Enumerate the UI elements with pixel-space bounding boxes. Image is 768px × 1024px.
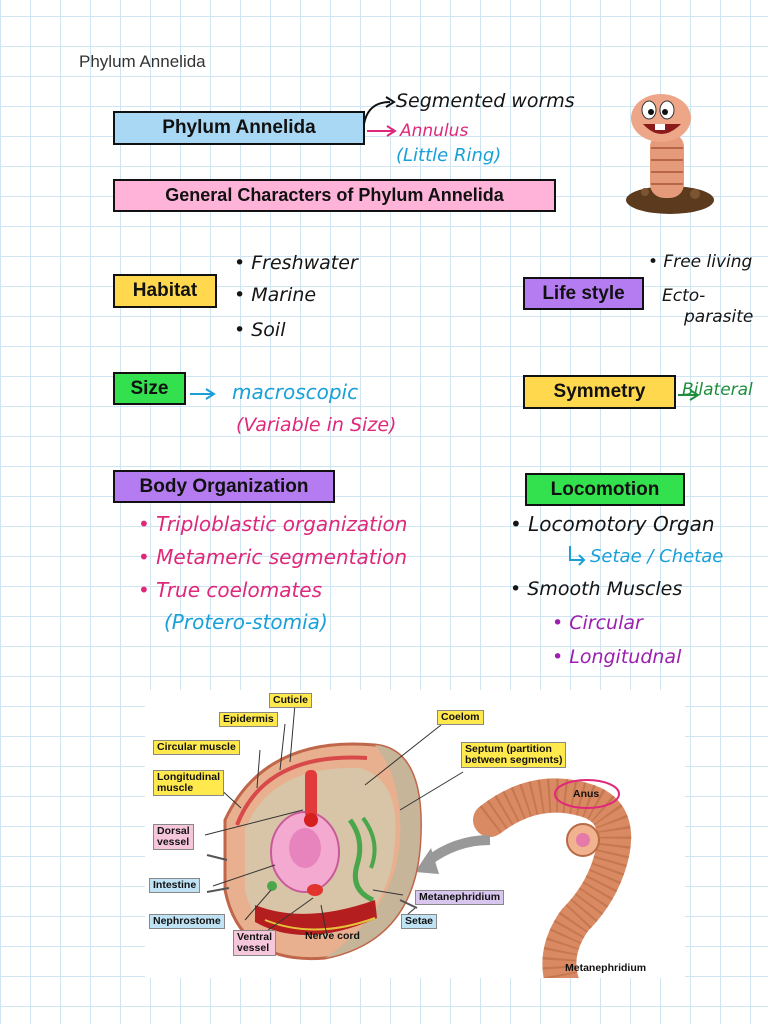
locomotion-label: Locomotion [550,478,660,500]
lifestyle-label: Life style [542,282,625,304]
lifestyle-item-parasite: parasite [684,307,754,327]
note-annulus: Annulus [400,121,469,141]
arrow-down-right-icon [569,546,586,566]
label-longitudinal-line1: Longitudinal [157,771,220,783]
body-org-item-triploblastic: • Triploblastic organization [138,512,408,536]
habitat-label: Habitat [132,280,198,301]
label-ventral-line1: Ventral [237,931,273,943]
anatomy-illustration [145,690,685,978]
lifestyle-item-ecto: Ecto- [662,286,706,306]
body-org-item-metameric: • Metameric segmentation [138,545,408,569]
label-anus: Anus [573,788,600,800]
symmetry-box: Symmetry [523,375,676,409]
symmetry-label: Symmetry [553,381,646,402]
label-longitudinal-muscle: Longitudinal muscle [153,770,224,796]
label-septum-line2: between segments) [465,754,563,766]
arrow-right-icon [367,125,397,137]
label-nephrostome: Nephrostome [149,914,225,929]
general-characters-label: General Characters of Phylum Annelida [165,185,504,205]
label-setae: Setae [401,914,438,929]
label-epidermis: Epidermis [219,712,278,727]
label-circular-muscle: Circular muscle [153,740,240,755]
label-dorsal-vessel: Dorsal vessel [153,824,194,850]
phylum-annelida-box: Phylum Annelida [113,111,365,145]
habitat-item-marine: • Marine [234,284,317,306]
label-septum: Septum (partition between segments) [461,742,567,768]
locomotion-box: Locomotion [525,473,685,506]
size-value-macroscopic: macroscopic [232,380,359,404]
phylum-annelida-label: Phylum Annelida [162,117,316,138]
habitat-box: Habitat [113,274,217,308]
locomotion-sub-circular: • Circular [552,612,643,634]
label-dorsal-line2: vessel [157,836,190,848]
locomotion-item-muscles: • Smooth Muscles [510,578,683,600]
earthworm-anatomy-diagram: Cuticle Epidermis Circular muscle Longit… [145,690,685,978]
body-org-note-protero: (Protero-stomia) [164,610,328,634]
label-ventral-vessel: Ventral vessel [233,930,277,956]
note-segmented-worms: Segmented worms [396,90,575,112]
label-coelom: Coelom [437,710,484,725]
label-cuticle: Cuticle [269,693,313,708]
general-characters-box: General Characters of Phylum Annelida [113,179,556,212]
locomotion-sub-setae: Setae / Chetae [590,546,724,567]
worm-mascot-icon [626,94,714,214]
label-longitudinal-line2: muscle [157,782,194,794]
arrow-up-icon [363,96,396,125]
body-organization-label: Body Organization [139,475,309,497]
size-box: Size [113,372,186,405]
body-organization-box: Body Organization [113,470,335,503]
label-intestine: Intestine [149,878,201,893]
size-value-variable: (Variable in Size) [236,414,397,436]
body-org-item-coelomates: • True coelomates [138,578,323,602]
locomotion-item-organ: • Locomotory Organ [510,512,715,536]
lifestyle-item-free-living: • Free living [648,252,753,272]
note-little-ring: (Little Ring) [396,145,502,166]
arrow-right-icon [190,388,216,400]
size-label: Size [130,377,169,399]
label-septum-line1: Septum (partition [465,743,552,755]
symmetry-value: Bilateral [682,380,753,400]
habitat-item-soil: • Soil [234,319,286,341]
lifestyle-box: Life style [523,277,644,310]
label-metanephridium: Metanephridium [415,890,505,905]
label-metanephridium-bottom: Metanephridium [565,962,647,974]
label-ventral-line2: vessel [237,942,270,954]
page-title: Phylum Annelida [79,52,206,71]
label-nerve-cord: Nerve cord [305,930,360,942]
arrow-right-icon [678,389,700,401]
label-dorsal-line1: Dorsal [157,825,190,837]
habitat-item-freshwater: • Freshwater [234,252,358,274]
locomotion-sub-longitudinal: • Longitudnal [552,646,682,668]
